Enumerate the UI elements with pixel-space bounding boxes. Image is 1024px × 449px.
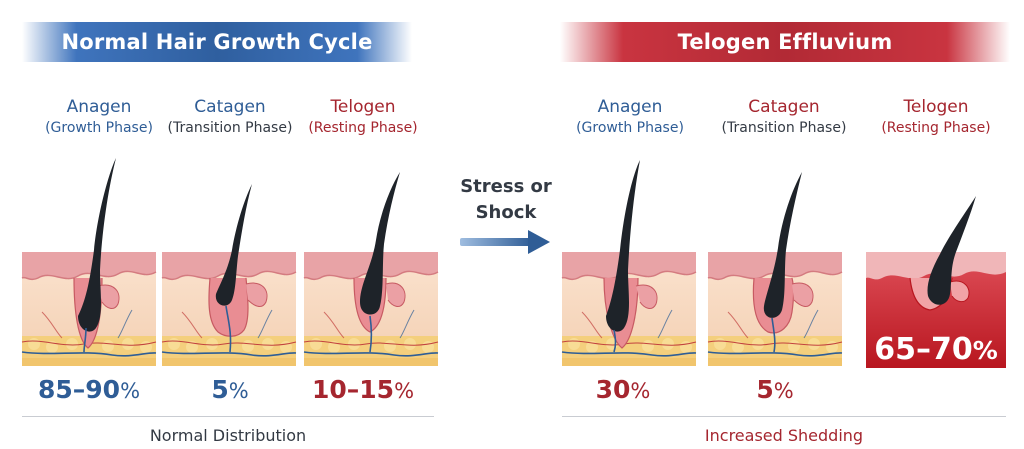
phase-sub: (Growth Phase) — [576, 120, 684, 136]
pct-value: 5 — [756, 375, 774, 404]
pct-unit: % — [120, 379, 141, 403]
stress-arrow — [460, 230, 550, 254]
pct-value: 65–70 — [874, 332, 973, 367]
effluvium-telogen-percentage: 65–70% — [866, 332, 1006, 367]
normal-cycle-banner: Normal Hair Growth Cycle — [22, 22, 412, 62]
phase-name: Telogen — [903, 97, 969, 117]
phase-sub: (Transition Phase) — [721, 120, 847, 136]
trigger-line-2: Shock — [475, 202, 537, 223]
phase-name: Catagen — [748, 97, 820, 117]
normal-phase-telogen: Telogen (Resting Phase) — [288, 96, 438, 138]
pct-unit: % — [773, 379, 794, 403]
phase-sub: (Transition Phase) — [167, 120, 293, 136]
stress-or-shock-label: Stress or Shock — [456, 174, 556, 226]
phase-sub: (Resting Phase) — [881, 120, 991, 136]
pct-unit: % — [228, 379, 249, 403]
normal-anagen-percentage: 85–90% — [14, 375, 164, 404]
effluvium-phase-catagen: Catagen (Transition Phase) — [709, 96, 859, 138]
hair-strands — [78, 158, 976, 332]
effluvium-title: Telogen Effluvium — [677, 30, 893, 54]
effluvium-phase-telogen: Telogen (Resting Phase) — [861, 96, 1011, 138]
pct-unit: % — [630, 379, 651, 403]
phase-sub: (Growth Phase) — [45, 120, 153, 136]
pct-value: 30 — [595, 375, 631, 404]
increased-shedding-caption: Increased Shedding — [704, 426, 864, 445]
pct-unit: % — [972, 336, 998, 365]
phase-name: Catagen — [194, 97, 266, 117]
phase-name: Anagen — [66, 97, 132, 117]
normal-telogen-percentage: 10–15% — [288, 375, 438, 404]
phase-name: Anagen — [597, 97, 663, 117]
effluvium-anagen-percentage: 30% — [548, 375, 698, 404]
effluvium-phase-anagen: Anagen (Growth Phase) — [555, 96, 705, 138]
pct-value: 10–15 — [311, 375, 395, 404]
normal-catagen-percentage: 5% — [155, 375, 305, 404]
normal-distribution-caption: Normal Distribution — [149, 426, 307, 445]
pct-value: 85–90 — [37, 375, 121, 404]
pct-value: 5 — [211, 375, 229, 404]
phase-name: Telogen — [330, 97, 396, 117]
normal-phase-anagen: Anagen (Growth Phase) — [24, 96, 174, 138]
phase-sub: (Resting Phase) — [308, 120, 418, 136]
pct-unit: % — [394, 379, 415, 403]
effluvium-banner: Telogen Effluvium — [560, 22, 1010, 62]
normal-divider — [22, 416, 434, 417]
skin-tile-effluvium-anagen — [561, 251, 697, 367]
normal-phase-catagen: Catagen (Transition Phase) — [155, 96, 305, 138]
effluvium-divider — [562, 416, 1006, 417]
normal-cycle-title: Normal Hair Growth Cycle — [61, 30, 373, 54]
effluvium-catagen-percentage: 5% — [700, 375, 850, 404]
trigger-line-1: Stress or — [460, 176, 552, 197]
